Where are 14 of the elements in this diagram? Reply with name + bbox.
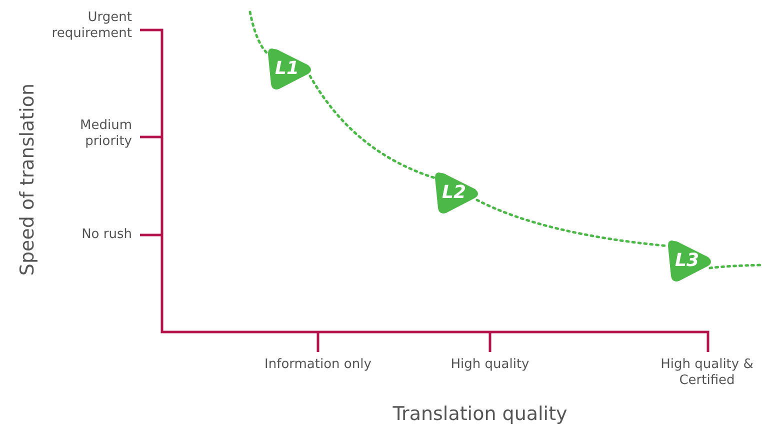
level-label: L1 <box>274 58 300 80</box>
level-label: L3 <box>674 250 700 272</box>
axis-tick-label: Medium priority <box>79 118 132 150</box>
trend-curve <box>248 10 270 56</box>
axis-tick-label: Urgent requirement <box>50 10 132 42</box>
trend-curve <box>708 264 762 270</box>
axis-title: Translation quality <box>392 403 568 426</box>
trend-curve <box>308 74 436 180</box>
axis-title: Speed of translation <box>16 82 40 278</box>
axis-tick-label: Information only <box>264 357 372 373</box>
axis-tick-label: High quality <box>450 357 530 373</box>
axis-tick-label: No rush <box>80 227 132 243</box>
level-label: L2 <box>441 182 467 204</box>
axis-tick-label: High quality & Certified <box>660 357 754 389</box>
